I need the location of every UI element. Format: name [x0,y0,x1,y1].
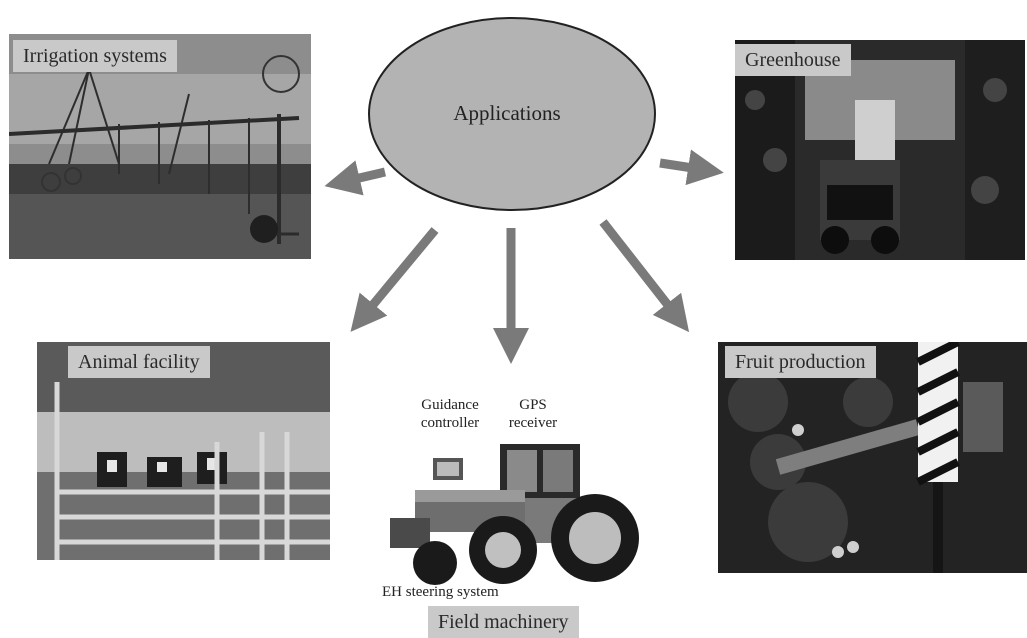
arrow-to-fruit-production [599,219,690,333]
eh-steering-label: EH steering system [382,584,499,600]
greenhouse-label: Greenhouse [735,44,851,76]
field-machinery-label: Field machinery [428,606,579,638]
arrow-to-greenhouse [659,149,724,186]
applications-ellipse [368,17,656,211]
animal-facility-label: Animal facility [68,346,210,378]
arrow-to-animal-facility [350,227,439,332]
gps-receiver-label: GPS receiver [508,397,558,431]
tractor-image [385,438,647,586]
fruit-production-photo [718,342,1027,573]
greenhouse-photo [735,40,1025,260]
applications-label: Applications [453,101,560,125]
irrigation-label: Irrigation systems [13,40,177,72]
animal-facility-photo [37,342,330,560]
guidance-controller-label: Guidance controller [420,397,480,431]
arrow-to-irrigation [324,160,387,196]
fruit-production-label: Fruit production [725,346,876,378]
